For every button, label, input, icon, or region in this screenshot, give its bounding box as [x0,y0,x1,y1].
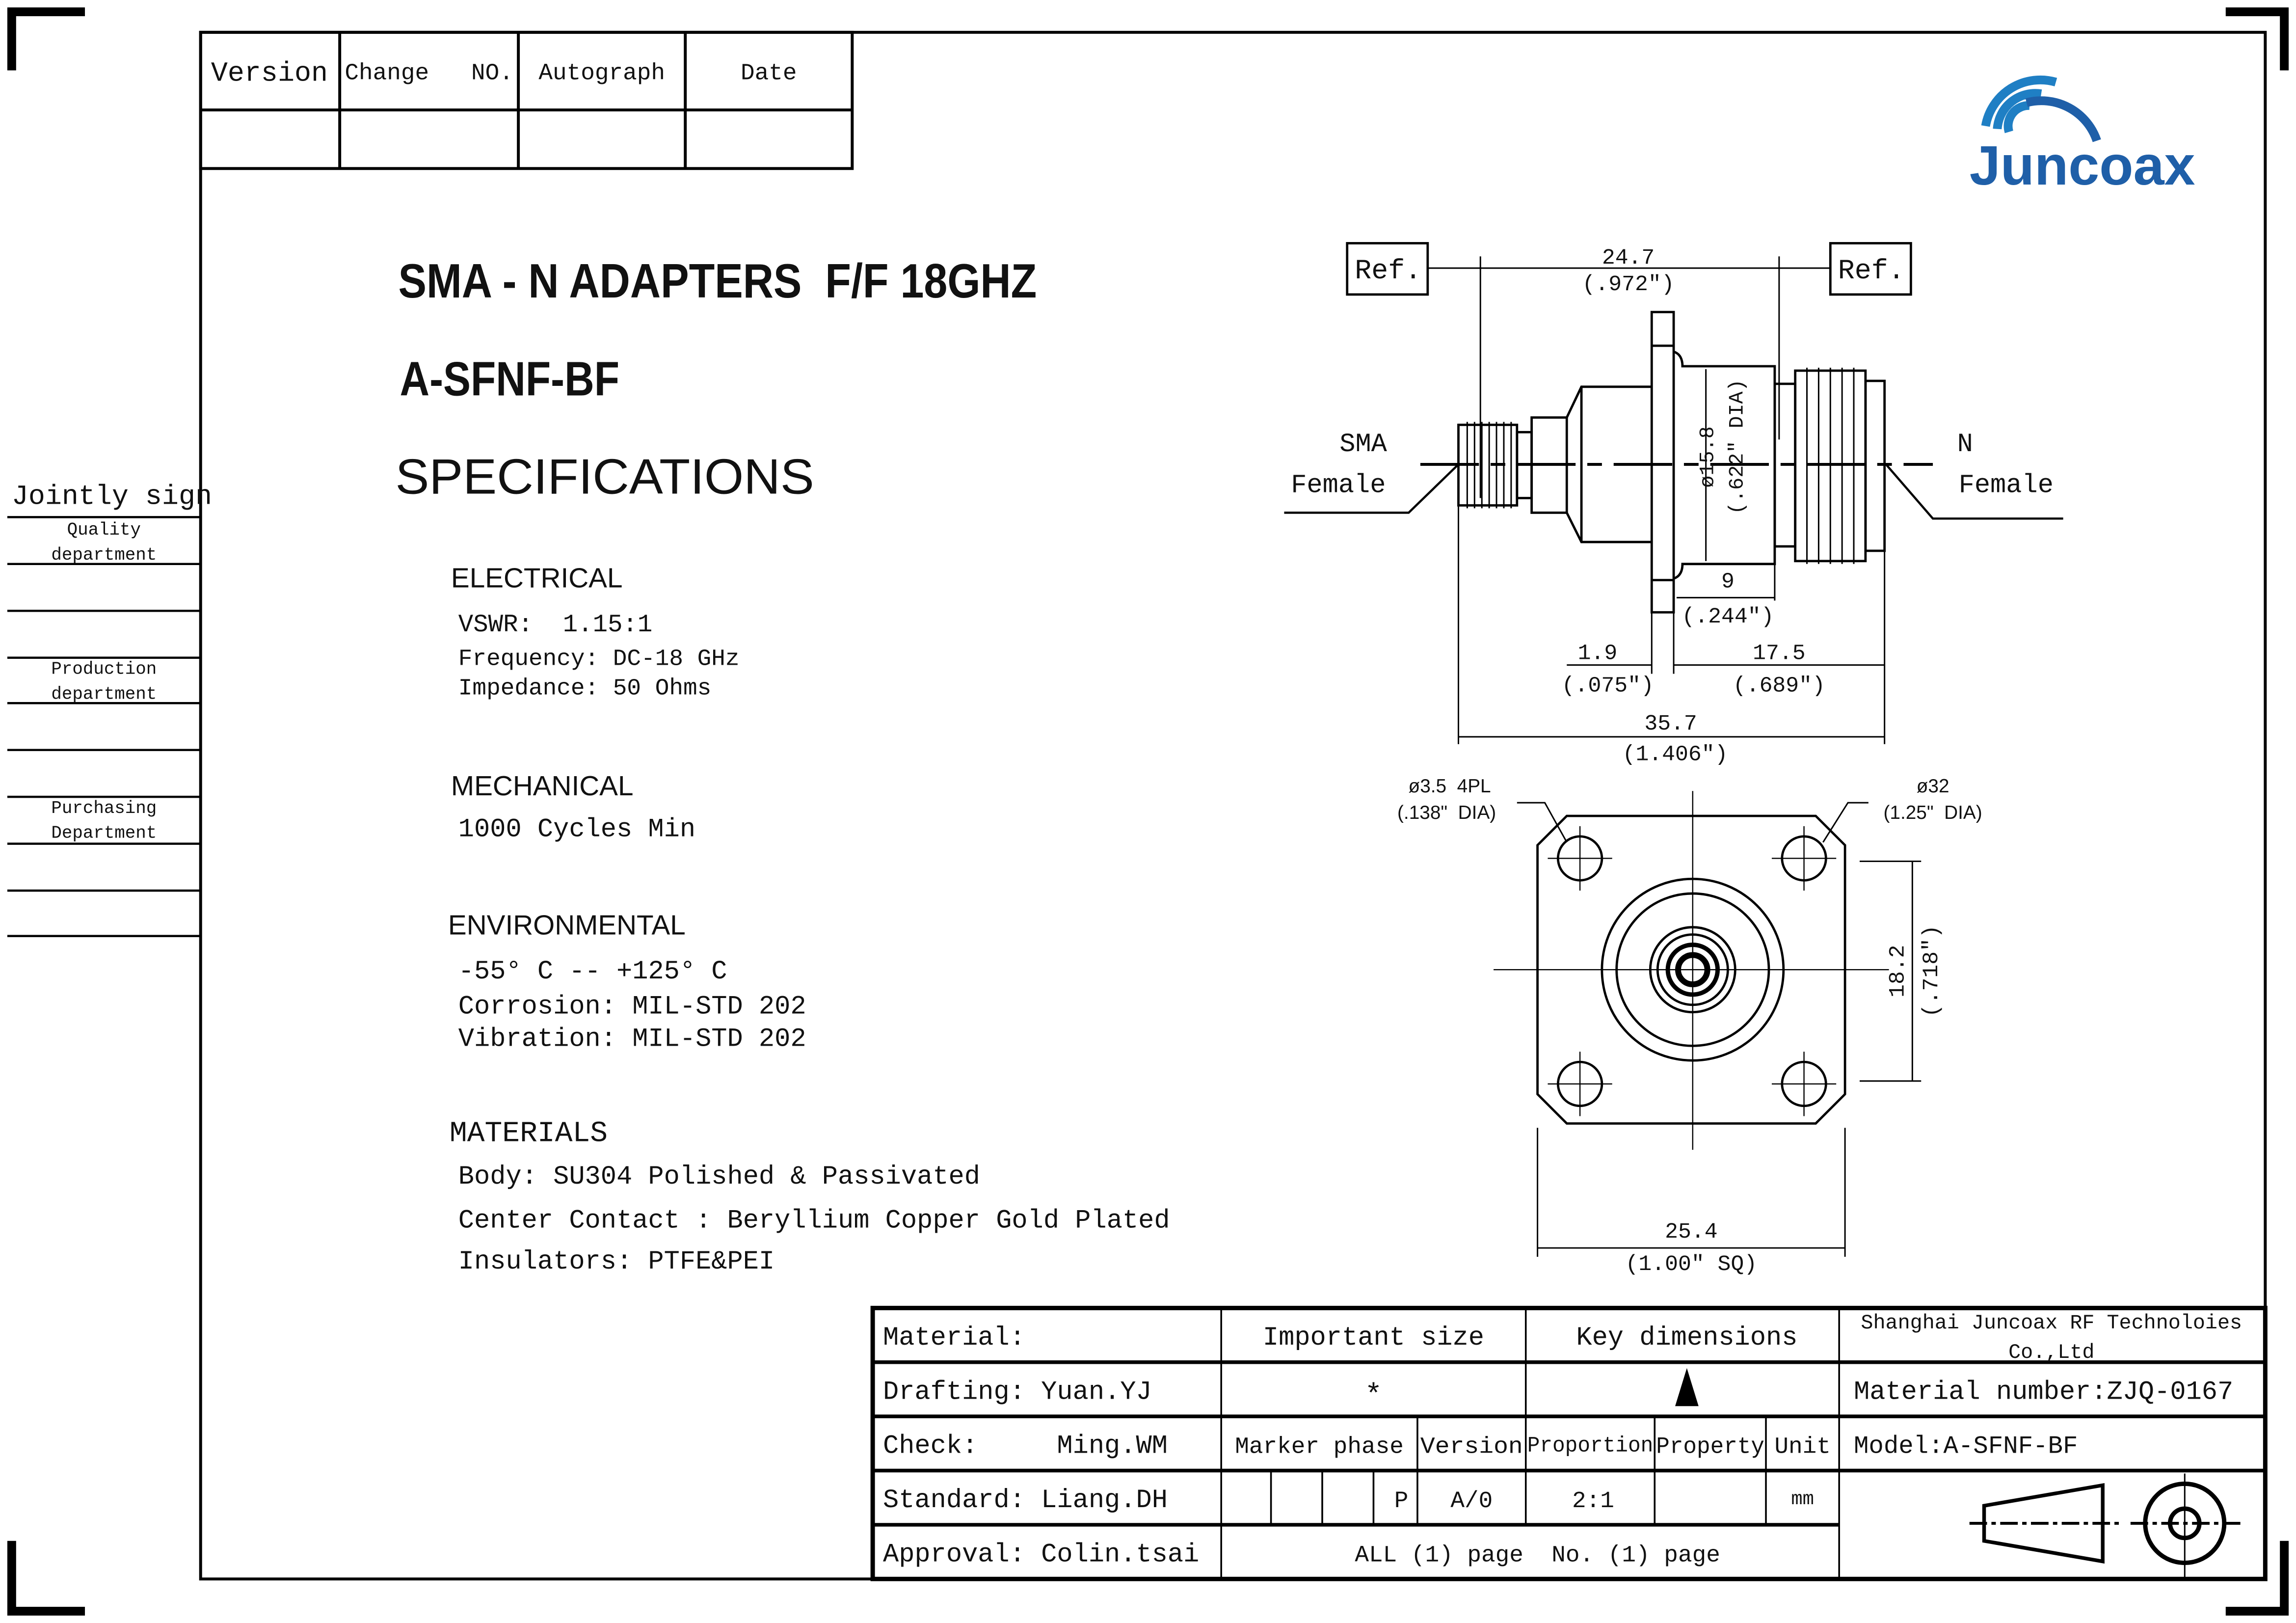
side-view-drawing: Ref. Ref. 24.7 (.972") SMA Female N Fema… [1284,242,2063,767]
dim-32: ø32 [1917,776,1949,797]
dim-24-7-in: (.972") [1582,272,1675,297]
key-dimension-triangle-icon [1675,1368,1699,1407]
specifications-heading: SPECIFICATIONS [396,449,814,505]
spec-line: Insulators: PTFE&PEI [458,1247,774,1277]
spec-line: -55° C -- +125° C [458,957,727,987]
model-label: Model:A-SFNF-BF [1854,1433,2078,1461]
material-number: Material number:ZJQ-0167 [1854,1377,2233,1407]
spec-line: Center Contact : Beryllium Copper Gold P… [458,1206,1170,1236]
spec-line: Vibration: MIL-STD 202 [458,1024,806,1054]
dim-35-7: 35.7 [1644,712,1697,736]
ref-label-left: Ref. [1355,256,1421,287]
dim-35-7-in: (1.406") [1623,743,1728,767]
dim-15-8: ø15.8 [1696,426,1720,487]
production-dept-label-2: department [51,684,157,704]
material-label: Material: [883,1323,1025,1353]
spec-line: 1000 Cycles Min [458,815,695,845]
part-number: A-SFNF-BF [400,352,619,406]
dim-18-2-in: (.718") [1920,925,1944,1017]
dim-15-8-in: (.622" DIA) [1725,379,1749,514]
marker-phase-label: Marker phase [1235,1434,1404,1461]
n-female-label: N [1957,430,1973,460]
spec-line: Frequency: DC-18 GHz [458,646,740,673]
header-change-no: Change NO. [345,60,513,86]
dim-9-in: (.244") [1682,605,1774,629]
dim-hole: ø3.5 4PL [1409,776,1491,797]
title-block: Material: Important size Key dimensions … [870,1305,2268,1581]
dim-17-5: 17.5 [1753,642,1805,666]
revision-table: Version Change NO. Autograph Date [199,30,854,170]
dim-25-4: 25.4 [1665,1220,1717,1244]
spec-line: Corrosion: MIL-STD 202 [458,992,806,1022]
version-label: Version [1420,1434,1523,1461]
projection-symbol-icon [1969,1473,2241,1579]
ref-label-right: Ref. [1838,256,1905,287]
sma-female-label: SMA [1339,430,1387,460]
important-size-symbol: * [1365,1379,1383,1412]
mechanical-heading: MECHANICAL [451,771,634,802]
page-count: ALL (1) page No. (1) page [1355,1542,1720,1569]
environmental-heading: ENVIRONMENTAL [448,910,686,941]
jointly-sign-label: Jointly sign [12,481,212,513]
spec-line: VSWR: 1.15:1 [458,611,653,639]
front-view-drawing: ø3.5 4PL (.138" DIA) ø32 (1.25" DIA) 18.… [1397,776,1982,1277]
dim-hole-in: (.138" DIA) [1397,802,1496,823]
dim-9: 9 [1721,570,1735,595]
sma-female-label-2: Female [1291,471,1386,501]
purchasing-dept-label: Purchasing [51,798,157,818]
approval-label: Approval: Colin.tsai [883,1540,1199,1570]
sign-column: Jointly sign Quality department Producti… [7,481,212,937]
dim-25-4-in: (1.00" SQ) [1626,1252,1758,1277]
header-autograph: Autograph [538,60,665,86]
spec-line: Body: SU304 Polished & Passivated [458,1162,980,1192]
electrical-heading: ELECTRICAL [451,563,623,594]
marker-value: P [1394,1488,1409,1515]
juncoax-logo: Juncoax [1970,75,2195,197]
property-label: Property [1656,1434,1764,1461]
standard-label: Standard: Liang.DH [883,1486,1168,1515]
production-dept-label: Production [51,659,157,679]
proportion-value: 2:1 [1572,1488,1614,1515]
header-version: Version [211,58,328,89]
spec-line: Impedance: 50 Ohms [458,675,711,702]
proportion-label: Proportion [1527,1434,1654,1459]
materials-heading: MATERIALS [450,1116,608,1150]
corner-marks [7,7,2289,1616]
key-dimensions-label: Key dimensions [1576,1323,1797,1353]
header-date: Date [741,60,797,86]
dim-1-9: 1.9 [1578,642,1618,666]
purchasing-dept-label-2: Department [51,823,157,843]
dim-18-2: 18.2 [1886,945,1910,997]
quality-dept-label: Quality [67,520,141,540]
drafting-label: Drafting: Yuan.YJ [883,1377,1152,1407]
version-value: A/0 [1450,1488,1493,1515]
n-female-label-2: Female [1959,471,2054,501]
logo-text: Juncoax [1970,135,2195,197]
specifications: ELECTRICAL VSWR: 1.15:1 Frequency: DC-18… [448,563,1170,1277]
dim-17-5-in: (.689") [1733,674,1825,698]
important-size-label: Important size [1263,1323,1484,1353]
quality-dept-label-2: department [51,545,157,565]
company-name-2: Co.,Ltd [2008,1341,2094,1364]
product-title: SMA - N ADAPTERS F/F 18GHZ [398,254,1037,308]
dim-24-7: 24.7 [1602,246,1655,270]
company-name: Shanghai Juncoax RF Technoloies [1861,1311,2242,1335]
dim-32-in: (1.25" DIA) [1884,802,1982,823]
check-label: Check: Ming.WM [883,1432,1168,1461]
unit-label: Unit [1774,1434,1831,1461]
unit-value: mm [1791,1488,1814,1510]
dim-1-9-in: (.075") [1562,674,1654,698]
